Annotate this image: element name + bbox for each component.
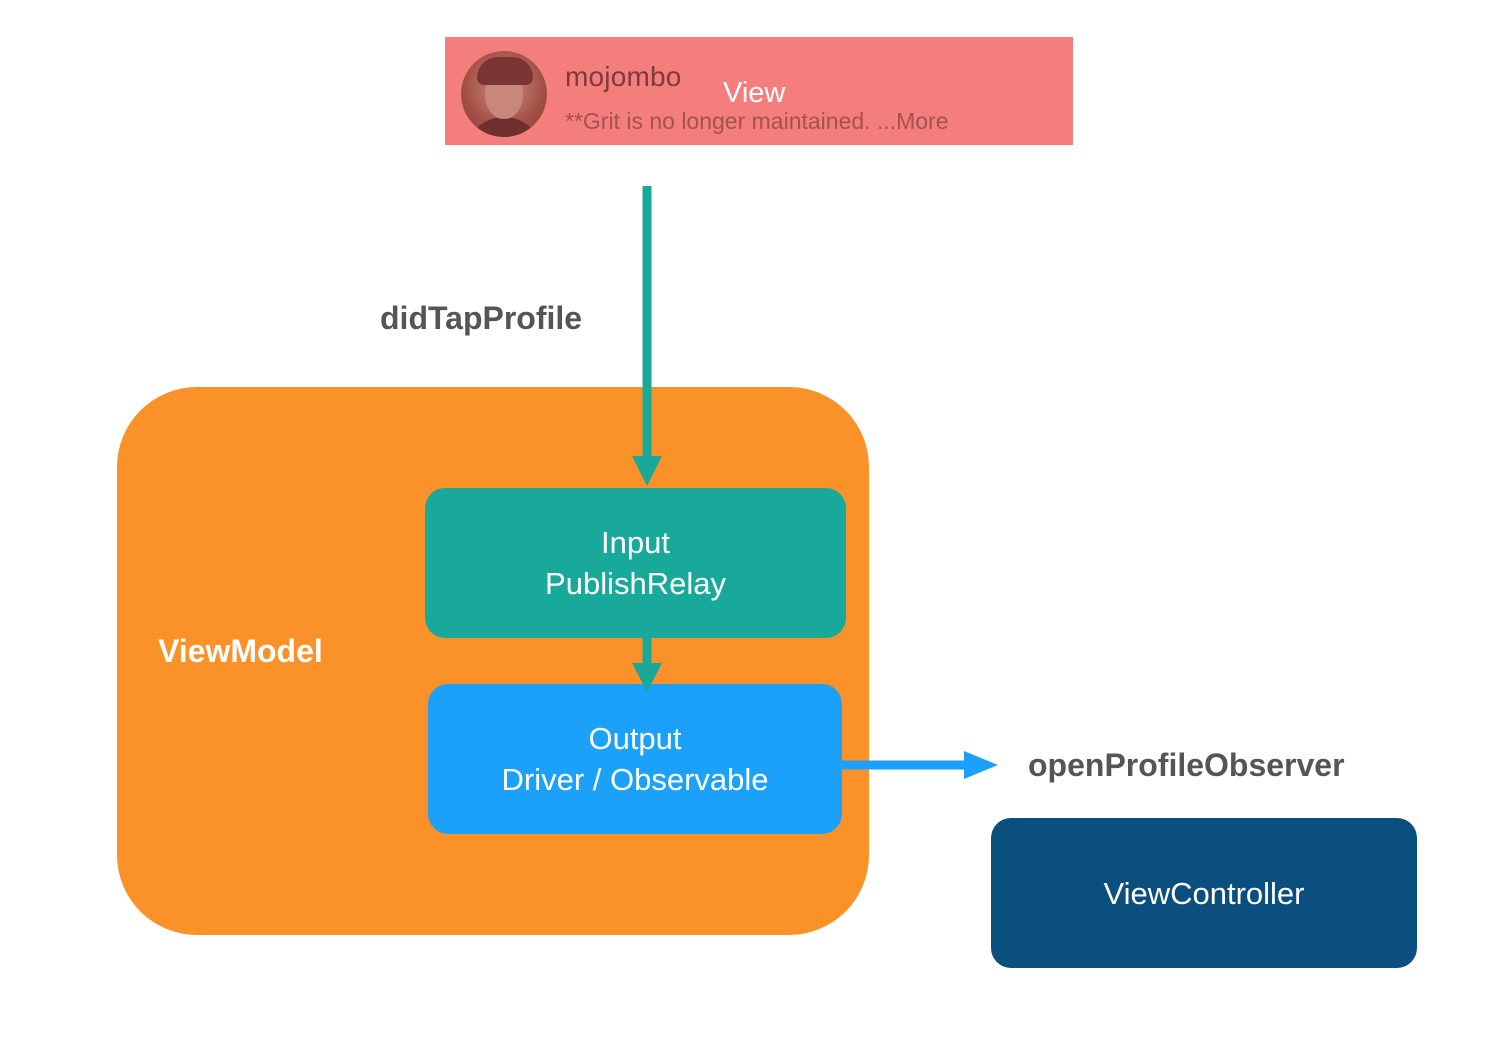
avatar (461, 51, 547, 137)
viewmodel-container (117, 387, 869, 935)
input-type: PublishRelay (545, 566, 726, 601)
did-tap-profile-label: didTapProfile (380, 300, 583, 336)
output-title: Output (588, 721, 682, 756)
output-type: Driver / Observable (501, 762, 769, 797)
avatar-shoulders (465, 117, 543, 137)
output-box: Output Driver / Observable (428, 684, 842, 834)
input-title: Input (601, 525, 670, 560)
bio-text: **Grit is no longer maintained. ...More (565, 108, 949, 134)
view-label: View (723, 77, 786, 109)
view-controller-label: ViewController (1103, 875, 1305, 911)
view-controller-box: ViewController (991, 818, 1417, 968)
input-to-output-arrow (632, 638, 662, 692)
username: mojombo (565, 61, 682, 92)
tap-arrow (632, 186, 662, 486)
output-arrow (842, 751, 998, 779)
open-profile-observer-label: openProfileObserver (1028, 747, 1345, 783)
input-box: Input PublishRelay (425, 488, 846, 638)
avatar-hair (477, 57, 533, 85)
viewmodel-label: ViewModel (158, 633, 323, 669)
view-card[interactable]: mojombo View **Grit is no longer maintai… (445, 37, 1073, 145)
